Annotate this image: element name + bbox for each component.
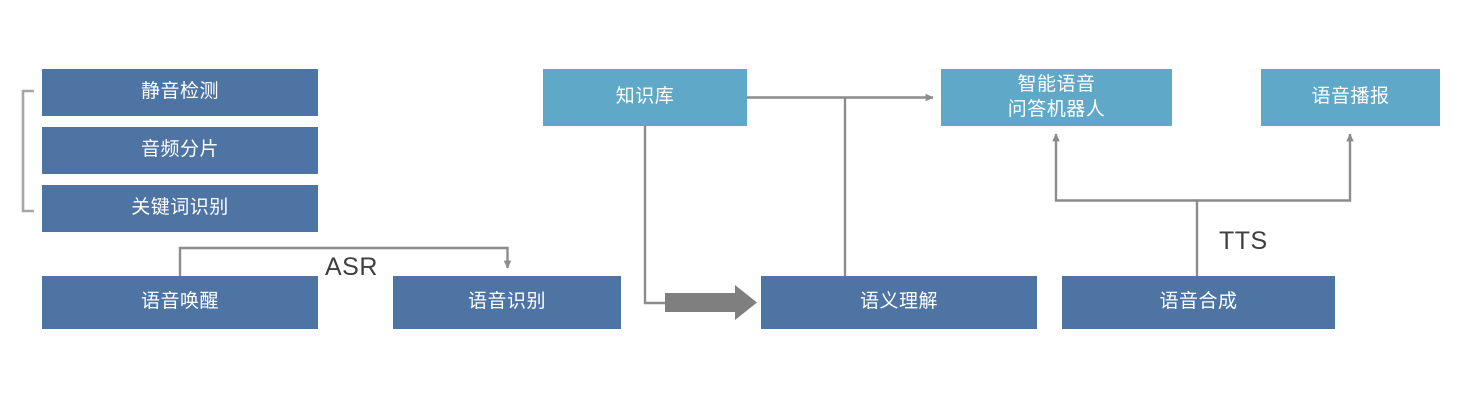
node-speech-recognition[interactable]: 语音识别 xyxy=(393,276,621,329)
node-voice-wakeup[interactable]: 语音唤醒 xyxy=(42,276,318,329)
edge-synthesis-to-robot-and-broadcast xyxy=(1052,133,1354,276)
node-voice-broadcast[interactable]: 语音播报 xyxy=(1261,69,1440,126)
node-qa-robot[interactable]: 智能语音 问答机器人 xyxy=(941,69,1172,126)
edge-label-tts: TTS xyxy=(1219,227,1268,255)
node-keyword-spotting[interactable]: 关键词识别 xyxy=(42,185,318,232)
node-audio-segmentation[interactable]: 音频分片 xyxy=(42,127,318,174)
edge-kb-to-semantic xyxy=(643,126,757,320)
node-knowledge-base[interactable]: 知识库 xyxy=(543,69,747,126)
node-silence-detection[interactable]: 静音检测 xyxy=(42,69,318,116)
node-semantic-understanding[interactable]: 语义理解 xyxy=(761,276,1037,329)
edge-label-asr: ASR xyxy=(325,253,378,281)
preprocess-bracket-icon xyxy=(21,89,34,213)
node-speech-synthesis[interactable]: 语音合成 xyxy=(1062,276,1335,329)
